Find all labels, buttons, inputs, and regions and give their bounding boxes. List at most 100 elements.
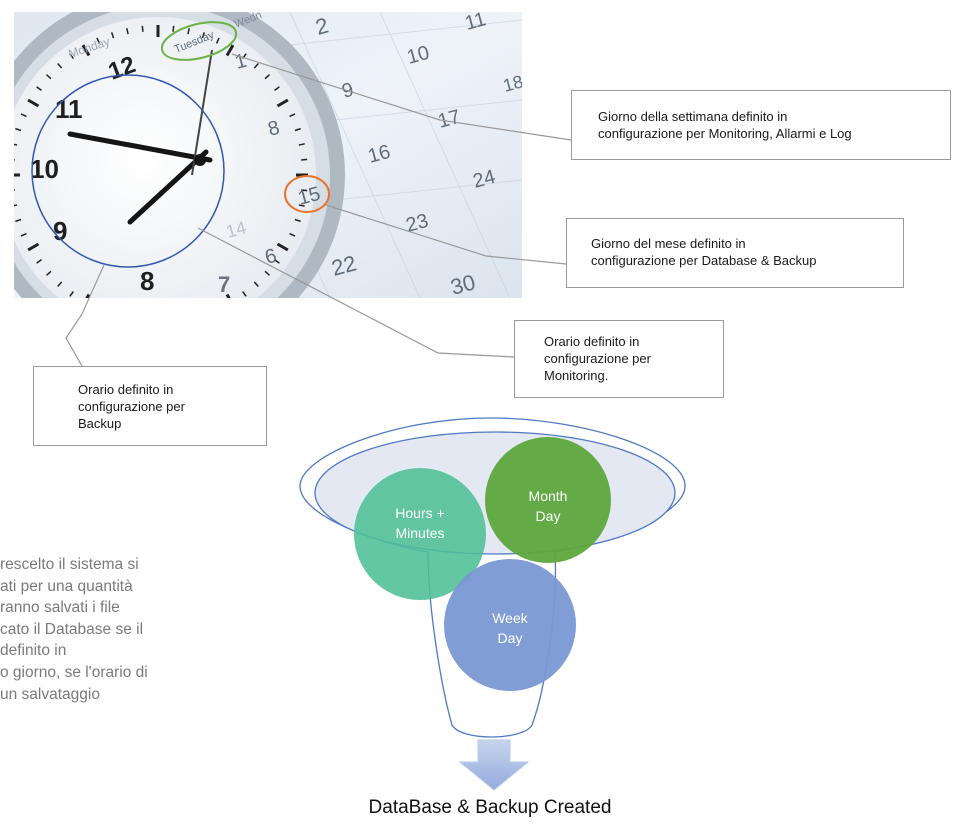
clock-tick <box>225 44 235 57</box>
callout-backup-line-1: Orario definito in <box>78 382 174 397</box>
clock-tick <box>301 189 308 192</box>
clock-tick <box>242 291 247 297</box>
body-text-line: un salvataggio <box>0 685 100 703</box>
clock-calendar-photo: 12 11 10 9 8 7 Monday 2 11 9 10 1 8 17 1… <box>14 8 526 324</box>
clock-tick <box>20 232 27 237</box>
body-text-line: definito in <box>0 642 67 660</box>
clock-tick <box>69 53 74 59</box>
clock-tick <box>112 312 114 318</box>
clock-ticks <box>14 25 308 324</box>
clock-tick <box>264 270 270 276</box>
circle-hours-minutes: Hours + Minutes <box>354 468 486 600</box>
body-text-line: cato il Database se il <box>0 620 144 638</box>
clock-tick <box>57 281 63 287</box>
clock-tick <box>274 86 280 91</box>
calendar-number-6: 6 <box>263 245 279 269</box>
clock-tick <box>46 270 52 276</box>
body-text-line: rescelto il sistema si <box>0 556 139 573</box>
callout-monitoring-line-3: Monitoring. <box>544 368 609 383</box>
clock-tick <box>85 293 91 298</box>
clock-tick <box>81 44 91 57</box>
clock-number-11: 11 <box>55 94 83 124</box>
clock-tick <box>294 218 301 223</box>
clock-tick <box>14 204 18 207</box>
clock-marker-circle <box>31 74 225 268</box>
circle-week-day: Week Day <box>444 559 576 691</box>
clock-tick <box>298 204 305 207</box>
clock-tick <box>264 74 270 80</box>
clock-tick <box>96 37 101 44</box>
clock-tick <box>57 63 63 69</box>
clock-tick <box>301 158 308 161</box>
clock-number-10: 10 <box>30 154 59 184</box>
down-arrow-icon <box>458 739 530 791</box>
clock-tick <box>225 293 231 298</box>
clock-tick <box>201 32 206 39</box>
clock-tick <box>298 143 305 146</box>
clock-tick <box>20 113 27 118</box>
clock-face <box>14 17 316 298</box>
clock-tick <box>14 189 15 191</box>
clock-tick <box>36 259 42 264</box>
monthday-marker-circle <box>284 175 330 213</box>
clock-tick <box>14 143 18 146</box>
callout-backup-line-2: configurazione per <box>78 399 185 414</box>
clock-tick <box>253 63 259 69</box>
clock-tick <box>294 127 301 132</box>
backup-connector-line <box>65 264 105 367</box>
clock-tick <box>173 318 174 324</box>
clock-second-hand <box>191 49 213 176</box>
monitoring-connector-line <box>197 227 515 358</box>
clock-tick <box>142 318 143 324</box>
hours-minutes-label-line-2: Minutes <box>395 525 444 541</box>
clock-tick <box>27 98 40 108</box>
clock-tick <box>141 25 144 32</box>
weekday-connector-line <box>231 53 572 141</box>
funnel-result-label: DataBase & Backup Created <box>368 797 612 818</box>
callout-backup-line-3: Backup <box>78 416 122 431</box>
clock-tick <box>276 242 289 252</box>
clock-tick <box>289 232 296 237</box>
clock-tick <box>15 218 22 223</box>
callout-monthday-line-1: Giorno del mese definito in <box>591 236 746 251</box>
clock-tick <box>110 32 115 39</box>
clock-tick <box>172 25 175 32</box>
body-text-line: o giorno, se l'orario di <box>0 663 148 681</box>
clock-tick <box>202 312 204 318</box>
clock-tick <box>276 98 289 108</box>
month-day-label-line-2: Day <box>536 508 561 524</box>
clock-tick <box>127 316 128 322</box>
calendar-numbers: 2 11 9 10 1 8 17 18 16 15 24 23 14 22 6 … <box>224 8 526 298</box>
callout-weekday: Giorno della settimana definito in confi… <box>571 90 951 160</box>
calendar-number-11: 11 <box>463 8 489 35</box>
callout-monthday-line-2: configurazione per Database & Backup <box>591 253 817 268</box>
clock-tick <box>15 127 22 132</box>
callout-monthday: Giorno del mese definito in configurazio… <box>566 218 904 288</box>
clock-number-7: 7 <box>218 272 230 297</box>
callout-weekday-line-1: Giorno della settimana definito in <box>598 109 788 124</box>
calendar-number-8: 8 <box>266 117 282 141</box>
clock-number-9: 9 <box>53 216 67 246</box>
clock-pivot <box>194 154 206 166</box>
hours-minutes-label-line-1: Hours + <box>395 505 444 521</box>
clock-tick <box>97 307 99 312</box>
clock-tick <box>14 159 15 161</box>
clock-tick <box>215 37 220 44</box>
callout-monitoring-line-2: configurazione per <box>544 351 651 366</box>
weekday-marker-ellipse <box>160 21 238 61</box>
month-day-label-line-1: Month <box>529 488 568 504</box>
callout-monitoring: Orario definito in configurazione per Mo… <box>514 320 724 398</box>
clock-tick <box>187 28 190 35</box>
calendar-number-18: 18 <box>501 71 526 96</box>
clock-number-8: 8 <box>140 266 154 296</box>
callout-backup: Orario definito in configurazione per Ba… <box>33 366 267 446</box>
clock-tick <box>188 316 189 322</box>
callout-monitoring-line-1: Orario definito in <box>544 334 640 349</box>
clock-tick <box>27 242 40 252</box>
body-text-line: ati per una quantità <box>0 577 133 595</box>
week-day-label-line-2: Day <box>498 630 523 646</box>
body-text-line: ranno salvati i file <box>0 599 120 617</box>
callout-weekday-line-2: configurazione per Monitoring, Allarmi e… <box>598 126 852 141</box>
clock-tick <box>36 86 42 91</box>
